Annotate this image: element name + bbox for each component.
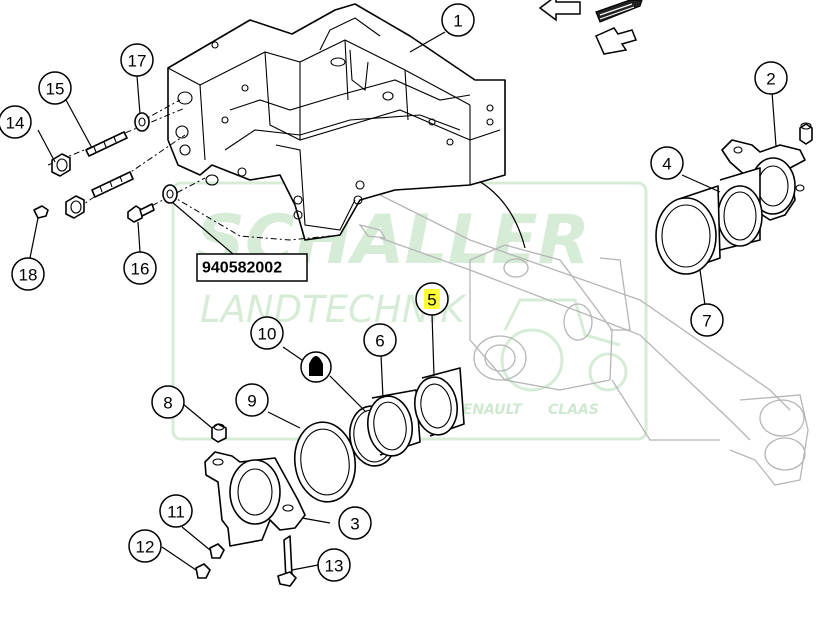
- callout-10[interactable]: 10: [250, 316, 284, 350]
- bolt-13: [277, 535, 297, 587]
- bearing-housing-2: [721, 122, 813, 221]
- support-bracket: [167, 3, 506, 241]
- callout-4-label: 4: [662, 155, 671, 174]
- bushing-7: [655, 185, 721, 275]
- callout-18[interactable]: 18: [11, 257, 45, 291]
- callout-12[interactable]: 12: [128, 529, 162, 563]
- callout-9-label: 9: [247, 392, 256, 411]
- callout-8[interactable]: 8: [151, 385, 185, 419]
- arrow-forward-icon[interactable]: [595, 0, 643, 23]
- callout-2[interactable]: 2: [754, 61, 788, 95]
- washer-lower: [162, 184, 178, 204]
- axle-beam: [358, 171, 809, 486]
- callout-3[interactable]: 3: [338, 506, 372, 540]
- callout-5-highlight: [424, 289, 440, 309]
- callout-11[interactable]: 11: [159, 494, 193, 528]
- bushing-4: [717, 167, 763, 251]
- callout-2-label: 2: [766, 70, 775, 89]
- callout-11-label: 11: [167, 503, 185, 522]
- callout-1-label: 1: [453, 12, 462, 31]
- callout-1[interactable]: 1: [441, 3, 475, 37]
- arrow-exploded-icon[interactable]: [595, 27, 638, 55]
- callout-5-label: 5: [427, 291, 436, 310]
- bolt-16: [127, 203, 155, 223]
- watermark-renault: RENAULT: [452, 402, 523, 418]
- callout-16[interactable]: 16: [123, 251, 157, 285]
- callout-15[interactable]: 15: [38, 71, 72, 105]
- watermark-claas: CLAAS: [548, 402, 599, 418]
- callout-6[interactable]: 6: [363, 323, 397, 357]
- callout-5[interactable]: 5: [415, 282, 449, 316]
- callout-10-label: 10: [258, 325, 277, 344]
- part-number-label[interactable]: 940582002: [196, 253, 308, 282]
- washer-17: [134, 112, 150, 132]
- callout-14-label: 14: [6, 114, 25, 133]
- nut-14: [51, 153, 71, 177]
- callout-18-label: 18: [19, 266, 38, 285]
- callout-15-label: 15: [46, 80, 65, 99]
- watermark-tractor-icon: [500, 298, 628, 392]
- callout-6-label: 6: [375, 332, 384, 351]
- leader-lines: [29, 31, 777, 571]
- callout-12-label: 12: [136, 538, 155, 557]
- callout-4[interactable]: 4: [650, 146, 684, 180]
- nut-lower: [65, 195, 85, 219]
- pin-15: [85, 131, 128, 157]
- callout-7-label: 7: [702, 312, 711, 331]
- nav-arrows[interactable]: [538, 0, 643, 55]
- bushing-6: [367, 389, 421, 457]
- callout-8-label: 8: [163, 394, 172, 413]
- bushing-5: [414, 367, 465, 437]
- callout-16-label: 16: [131, 260, 150, 279]
- part-number-text: 940582002: [202, 260, 282, 277]
- bearing-housing-3: [204, 423, 306, 547]
- grease-nipple-18: [33, 205, 49, 219]
- callout-3-label: 3: [350, 515, 359, 534]
- callout-14[interactable]: 14: [0, 105, 32, 139]
- callout-13[interactable]: 13: [317, 548, 351, 582]
- callout-17-label: 17: [128, 52, 147, 71]
- grease-fitting-11: [209, 543, 225, 559]
- plug-12: [195, 563, 211, 579]
- callout-13-label: 13: [325, 557, 344, 576]
- seal-ring-9: [293, 421, 357, 503]
- detail-10: [300, 351, 332, 383]
- callout-9[interactable]: 9: [235, 383, 269, 417]
- callout-7[interactable]: 7: [690, 303, 724, 337]
- pin-lower: [91, 171, 134, 198]
- arrow-back-icon[interactable]: [538, 0, 581, 22]
- callout-17[interactable]: 17: [120, 43, 154, 77]
